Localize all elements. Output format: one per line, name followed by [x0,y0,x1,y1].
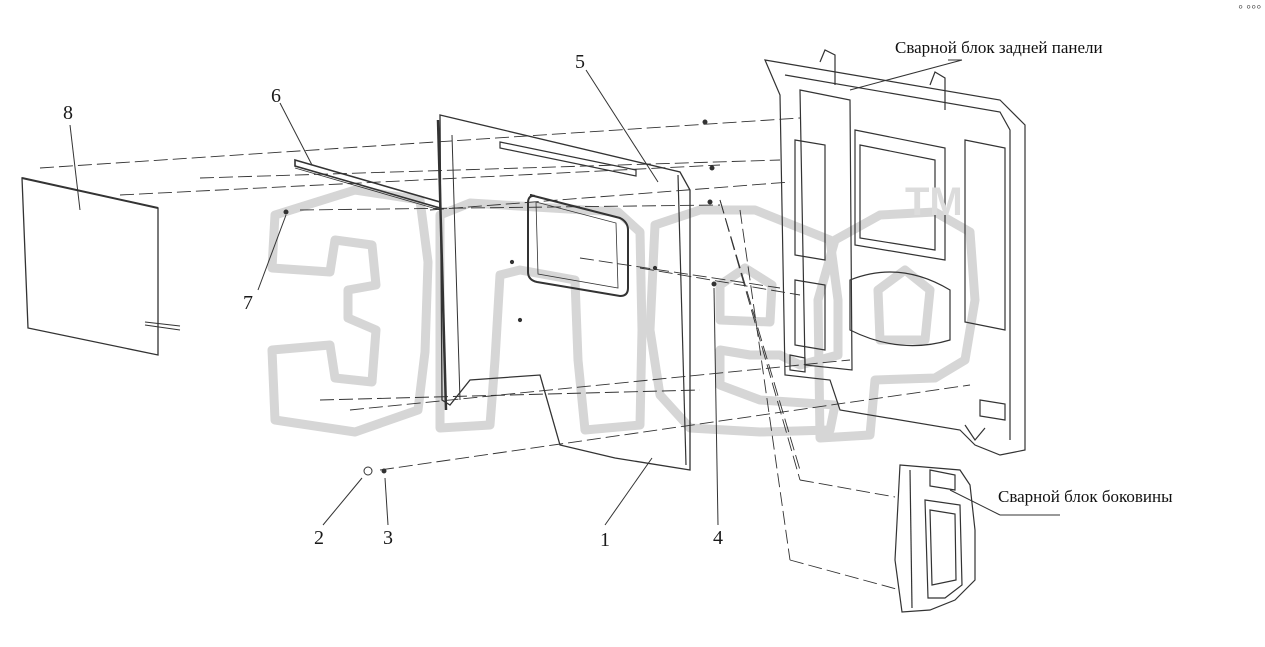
rear-panel-label: Сварной блок задней панели [895,38,1103,57]
callout-5: 5 [575,51,585,73]
watermark-trademark: TM [905,180,963,224]
callout-2: 2 [314,527,324,549]
side-panel-label: Сварной блок боковины [998,487,1173,506]
callout-8: 8 [63,102,73,124]
part-8-panel [21,177,159,356]
assembly-lines [21,49,1060,613]
part-1-trim-panel [439,114,691,471]
rear-panel-block [764,49,1026,456]
callout-4: 4 [713,527,723,549]
callout-6: 6 [271,85,281,107]
window-opening [527,194,629,298]
side-panel-block [894,464,976,613]
callout-7: 7 [243,292,253,314]
callout-1: 1 [600,529,610,551]
watermark-logo [267,185,980,443]
callout-3: 3 [383,527,393,549]
corner-mark: ⸰ ⸰⸰⸰ [1238,3,1262,13]
